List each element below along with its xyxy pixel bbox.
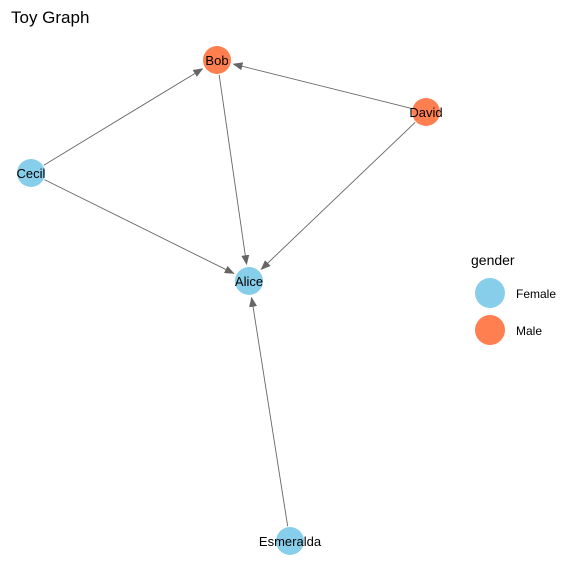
node-circle-alice (235, 267, 263, 295)
node-alice: Alice (235, 267, 263, 295)
edge-david-to-bob (232, 62, 412, 109)
legend: gender Female Male (471, 252, 556, 345)
legend-title: gender (471, 252, 515, 268)
node-david: David (409, 98, 443, 126)
legend-label-female: Female (516, 287, 556, 301)
node-bob: Bob (203, 46, 231, 74)
node-circle-esmeralda (276, 527, 304, 555)
node-label-cecil: Cecil (17, 166, 46, 181)
edge-cecil-to-bob (43, 68, 204, 166)
node-circle-cecil (17, 159, 45, 187)
edges-layer (43, 62, 416, 527)
node-label-alice: Alice (235, 274, 263, 289)
edge-cecil-to-alice (44, 179, 235, 274)
node-cecil: Cecil (17, 159, 46, 187)
edge-esmeralda-to-alice (249, 296, 289, 527)
node-esmeralda: Esmeralda (259, 527, 322, 555)
node-label-esmeralda: Esmeralda (259, 534, 322, 549)
node-label-david: David (409, 105, 442, 120)
graph-title: Toy Graph (11, 8, 89, 27)
legend-swatch-male (475, 315, 505, 345)
legend-label-male: Male (516, 324, 542, 338)
node-label-bob: Bob (205, 53, 228, 68)
edge-bob-to-alice (218, 74, 250, 266)
edge-david-to-alice (260, 122, 416, 270)
legend-swatch-female (475, 278, 505, 308)
node-circle-bob (203, 46, 231, 74)
node-circle-david (412, 98, 440, 126)
